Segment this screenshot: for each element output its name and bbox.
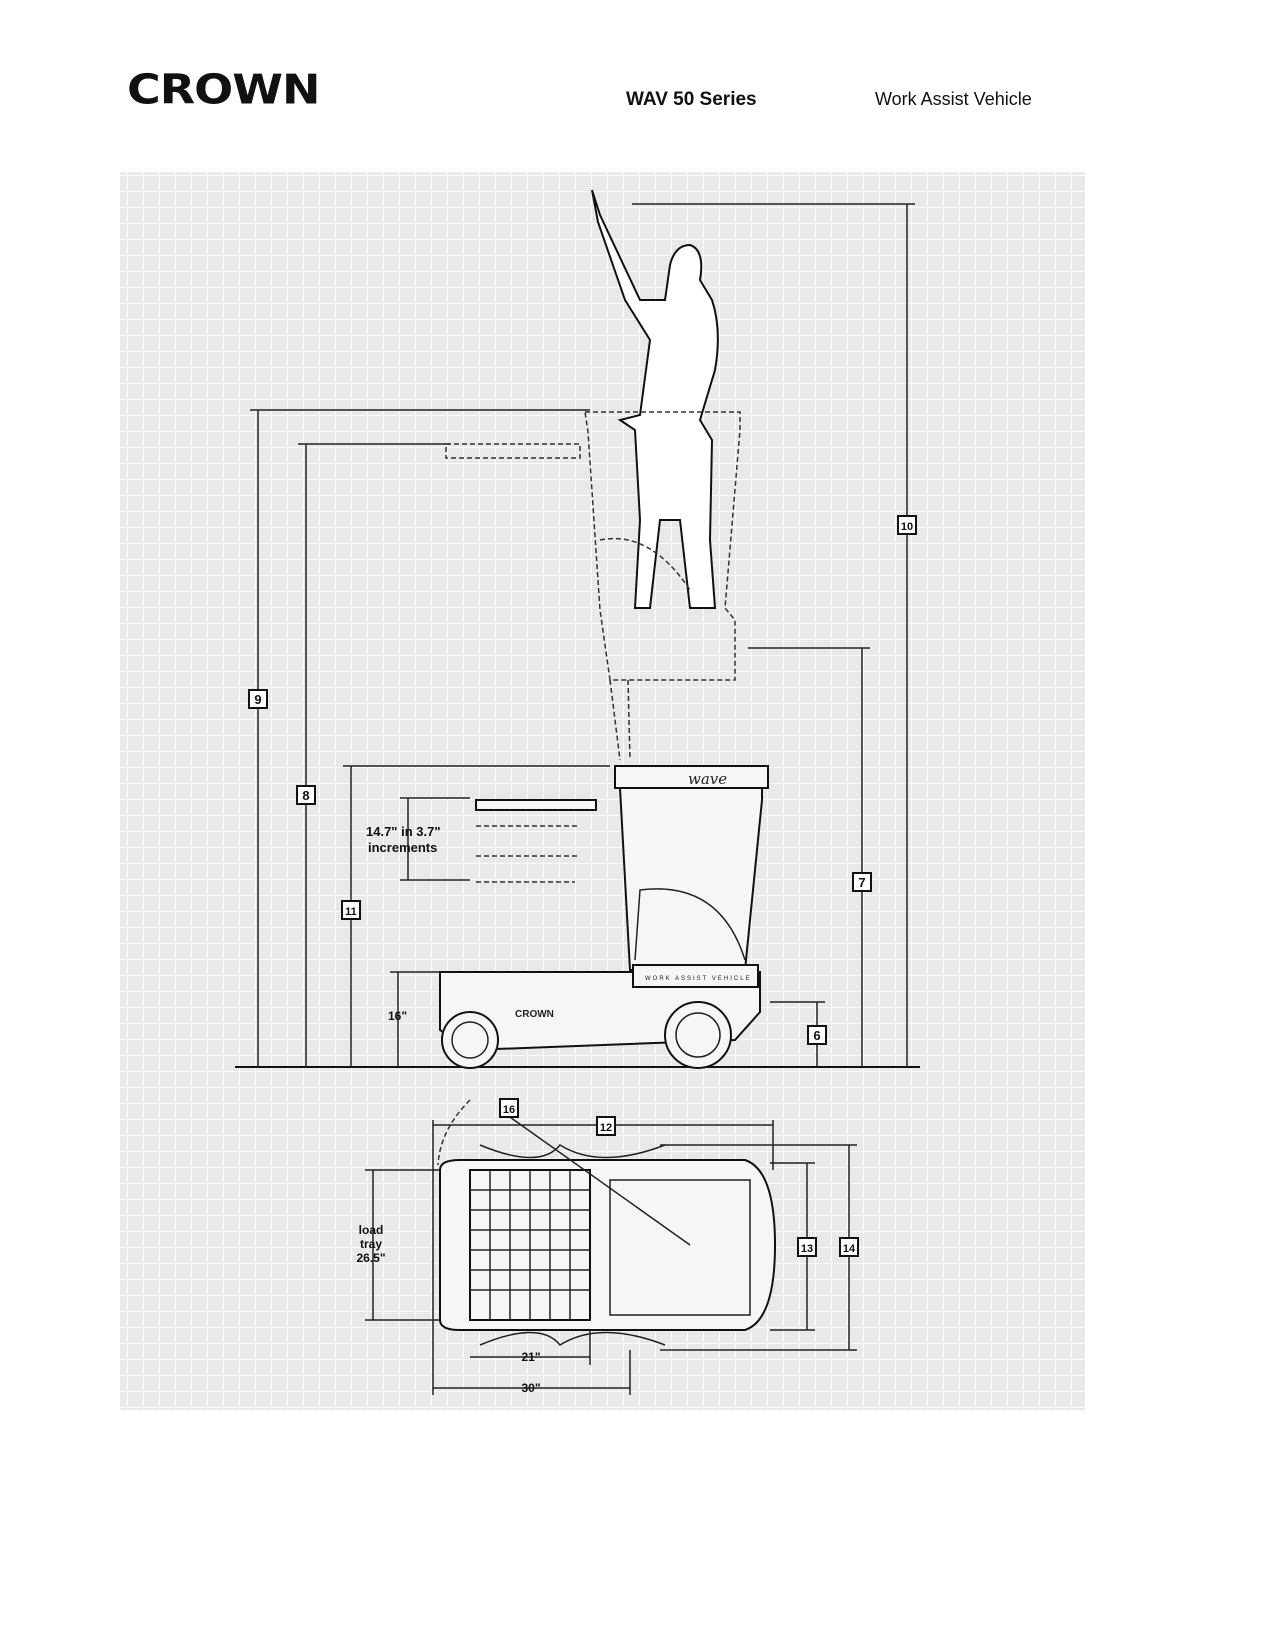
mast-brand-text: wave xyxy=(688,770,727,788)
svg-text:11: 11 xyxy=(345,906,357,918)
callout-11: 11 xyxy=(341,900,361,920)
svg-text:9: 9 xyxy=(254,692,261,707)
svg-text:10: 10 xyxy=(901,521,913,533)
svg-text:14: 14 xyxy=(843,1243,856,1255)
step-height-label: 16" xyxy=(388,1009,407,1023)
load-tray-label-2: tray xyxy=(360,1237,382,1251)
svg-text:7: 7 xyxy=(858,875,865,890)
callout-13: 13 xyxy=(797,1237,817,1257)
callout-14: 14 xyxy=(839,1237,859,1257)
svg-text:16: 16 xyxy=(503,1104,515,1116)
body-logo-text: CROWN xyxy=(515,1009,554,1020)
svg-text:8: 8 xyxy=(302,788,309,803)
vertical-dimensions xyxy=(250,203,915,1067)
outer-width-label: 30" xyxy=(521,1381,540,1395)
side-panel-text: WORK ASSIST VEHICLE xyxy=(645,976,752,982)
callout-16: 16 xyxy=(499,1098,519,1118)
product-subtitle: Work Assist Vehicle xyxy=(875,89,1032,109)
operator-figure xyxy=(591,189,719,609)
tray-adjust-label-2: increments xyxy=(368,840,437,855)
svg-text:6: 6 xyxy=(813,1028,820,1043)
vehicle-side-view: wave WORK ASSIST VEHICLE CROWN xyxy=(439,765,769,1069)
callout-8: 8 xyxy=(296,785,316,805)
callout-7: 7 xyxy=(852,872,872,892)
load-tray-label-1: load xyxy=(359,1223,384,1237)
svg-text:13: 13 xyxy=(801,1243,813,1255)
crown-logo: CROWN xyxy=(127,64,321,114)
inner-width-label: 21" xyxy=(521,1350,540,1364)
series-title: WAV 50 Series xyxy=(626,89,757,110)
callout-10: 10 xyxy=(897,515,917,535)
callout-9: 9 xyxy=(248,689,268,709)
load-tray-label-3: 26.5" xyxy=(356,1251,385,1265)
callout-12: 12 xyxy=(596,1116,616,1136)
tray-adjust-label: 14.7" in 3.7" xyxy=(366,824,440,839)
svg-text:12: 12 xyxy=(600,1122,612,1134)
callout-6: 6 xyxy=(807,1025,827,1045)
raised-platform-outline xyxy=(445,411,741,761)
